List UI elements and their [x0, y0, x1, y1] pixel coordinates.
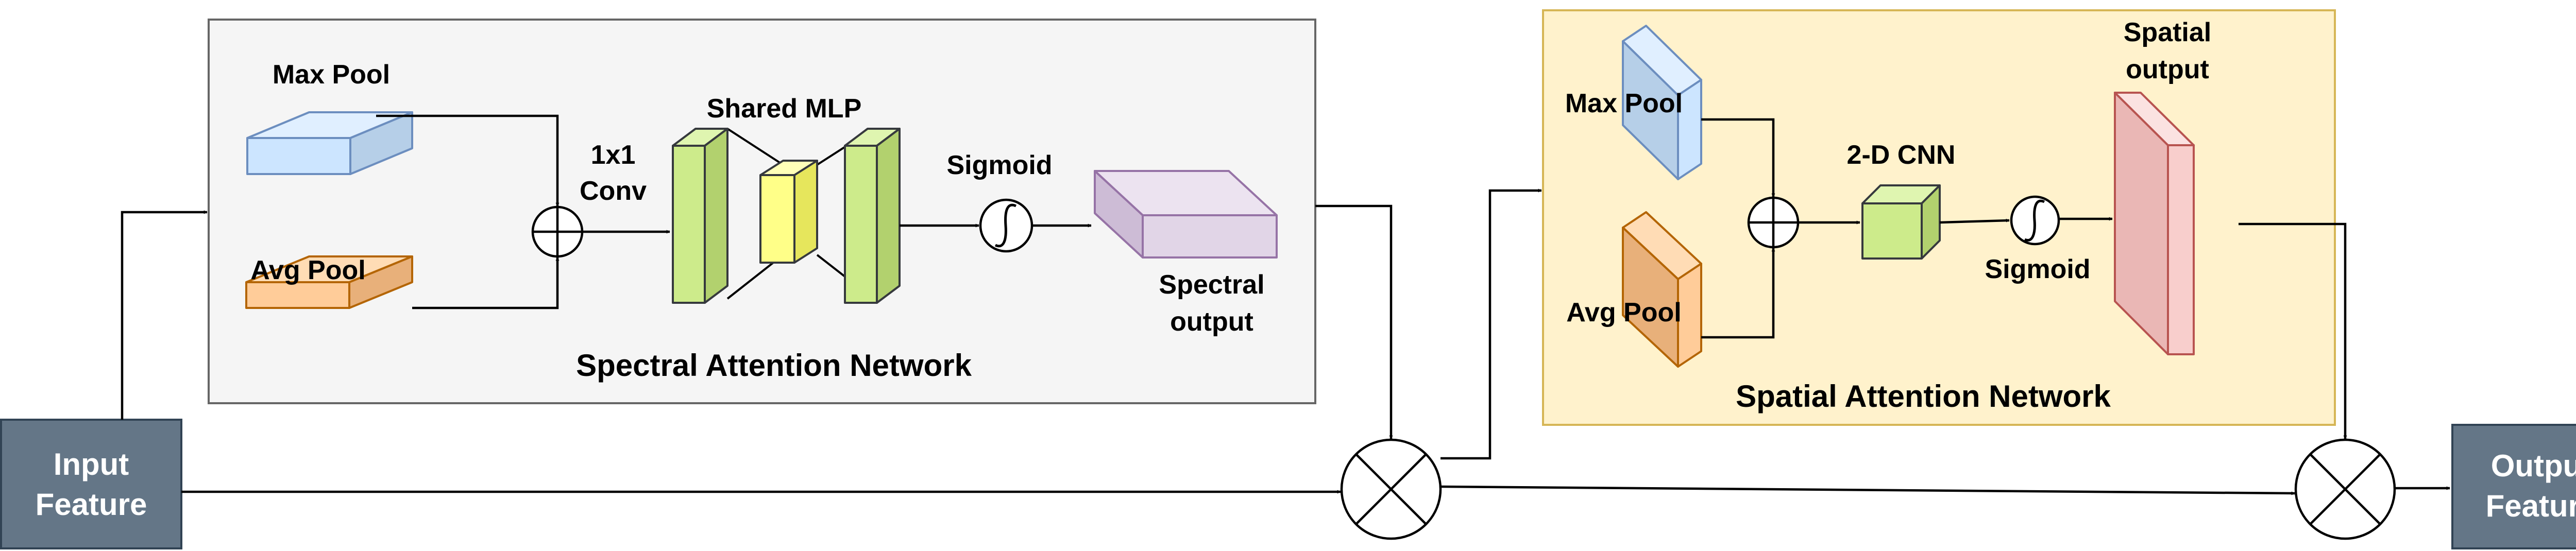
spatial-max-pool-block: [1622, 25, 1702, 180]
spatial-attention-title: Spatial Attention Network: [1736, 379, 2111, 414]
spectral-avg-pool-label: Avg Pool: [250, 255, 365, 285]
conv-label-line1: 1x1: [591, 140, 636, 170]
spectral-max-pool-slab: [246, 111, 413, 175]
spectral-output-label-line1: Spectral: [1159, 270, 1264, 300]
spatial-output-label-line2: output: [2126, 55, 2209, 84]
spatial-max-pool-label: Max Pool: [1565, 89, 1683, 118]
shared-mlp-label: Shared MLP: [707, 94, 862, 124]
spectral-attention-title: Spectral Attention Network: [576, 348, 972, 383]
spectral-output-label-line2: output: [1170, 307, 1253, 337]
spatial-output-block: [2114, 92, 2195, 355]
multiply-node-1: [1340, 438, 1442, 540]
spatial-sigmoid-node: [2010, 195, 2060, 246]
spatial-avg-pool-label: Avg Pool: [1566, 298, 1681, 328]
input-feature-label-line2: Feature: [36, 487, 147, 522]
output-feature-box: Output Feature: [2451, 424, 2576, 549]
input-feature-box: Input Feature: [0, 419, 182, 549]
spectral-avg-pool-slab: [245, 255, 413, 309]
spectral-sigmoid-node: [979, 198, 1033, 253]
spatial-output-label-line1: Spatial: [2124, 18, 2212, 47]
spectral-output-slab: [1094, 170, 1278, 259]
input-feature-label-line1: Input: [54, 447, 129, 481]
shared-mlp-block: [672, 128, 901, 304]
spatial-sigmoid-label: Sigmoid: [1985, 254, 2090, 284]
spatial-avg-pool-block: [1622, 211, 1702, 368]
spectral-sigmoid-label: Sigmoid: [946, 150, 1052, 180]
output-feature-label-line1: Output: [2491, 449, 2576, 483]
connectors: [121, 114, 2450, 495]
conv-label-line2: Conv: [580, 176, 647, 206]
spatial-sum-node: [1747, 196, 1800, 249]
output-feature-label-line2: Feature: [2486, 489, 2576, 523]
cnn-label: 2-D CNN: [1847, 140, 1956, 170]
spectral-max-pool-label: Max Pool: [273, 60, 390, 90]
spectral-sum-node: [531, 205, 584, 258]
multiply-node-2: [2294, 438, 2396, 540]
cnn-cube: [1861, 184, 1941, 260]
